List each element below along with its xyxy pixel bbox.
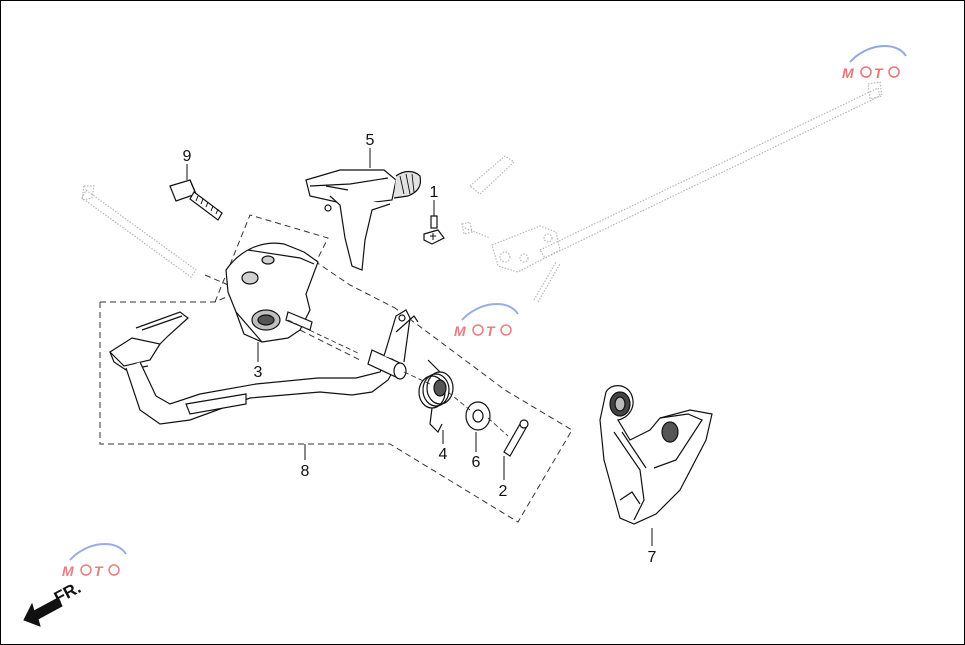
part-5-switch[interactable]	[305, 169, 422, 271]
callout-2: 2	[499, 483, 508, 500]
svg-text:M: M	[62, 563, 74, 579]
part-6-washer[interactable]	[465, 401, 491, 431]
leader-lines	[186, 148, 653, 546]
svg-text:T: T	[94, 563, 104, 579]
motorcycle-logo-icon: M T	[842, 44, 907, 81]
part-1-screw[interactable]	[423, 215, 445, 245]
assembly-group-outline	[99, 214, 573, 523]
callout-8: 8	[301, 463, 310, 480]
front-arrow-icon	[23, 597, 63, 627]
part-8-pedal[interactable]	[109, 309, 419, 425]
part-7-heel-guard[interactable]	[599, 385, 713, 525]
svg-text:M: M	[842, 65, 854, 81]
callout-labels: 1 2 3 4 5 6 7 8 9	[183, 132, 657, 566]
svg-text:T: T	[874, 65, 884, 81]
svg-text:M: M	[454, 323, 466, 339]
callout-9: 9	[183, 148, 192, 165]
ghost-parts	[81, 81, 883, 303]
part-4-spring[interactable]	[418, 359, 454, 434]
part-2-cotter-pin[interactable]	[503, 419, 529, 457]
svg-text:T: T	[486, 323, 496, 339]
callout-6: 6	[472, 454, 481, 471]
callout-5: 5	[366, 132, 375, 149]
callout-3: 3	[254, 364, 263, 381]
motorcycle-logo-icon: M T	[62, 542, 127, 579]
center-lines	[287, 319, 509, 437]
part-9-bolt[interactable]	[169, 179, 223, 221]
front-direction-marker: FR.	[23, 578, 84, 627]
part-3-bracket[interactable]	[225, 242, 319, 343]
callout-7: 7	[648, 549, 657, 566]
callout-4: 4	[439, 446, 448, 463]
motorcycle-logo-icon: M T	[454, 302, 519, 339]
callout-1: 1	[430, 184, 439, 201]
